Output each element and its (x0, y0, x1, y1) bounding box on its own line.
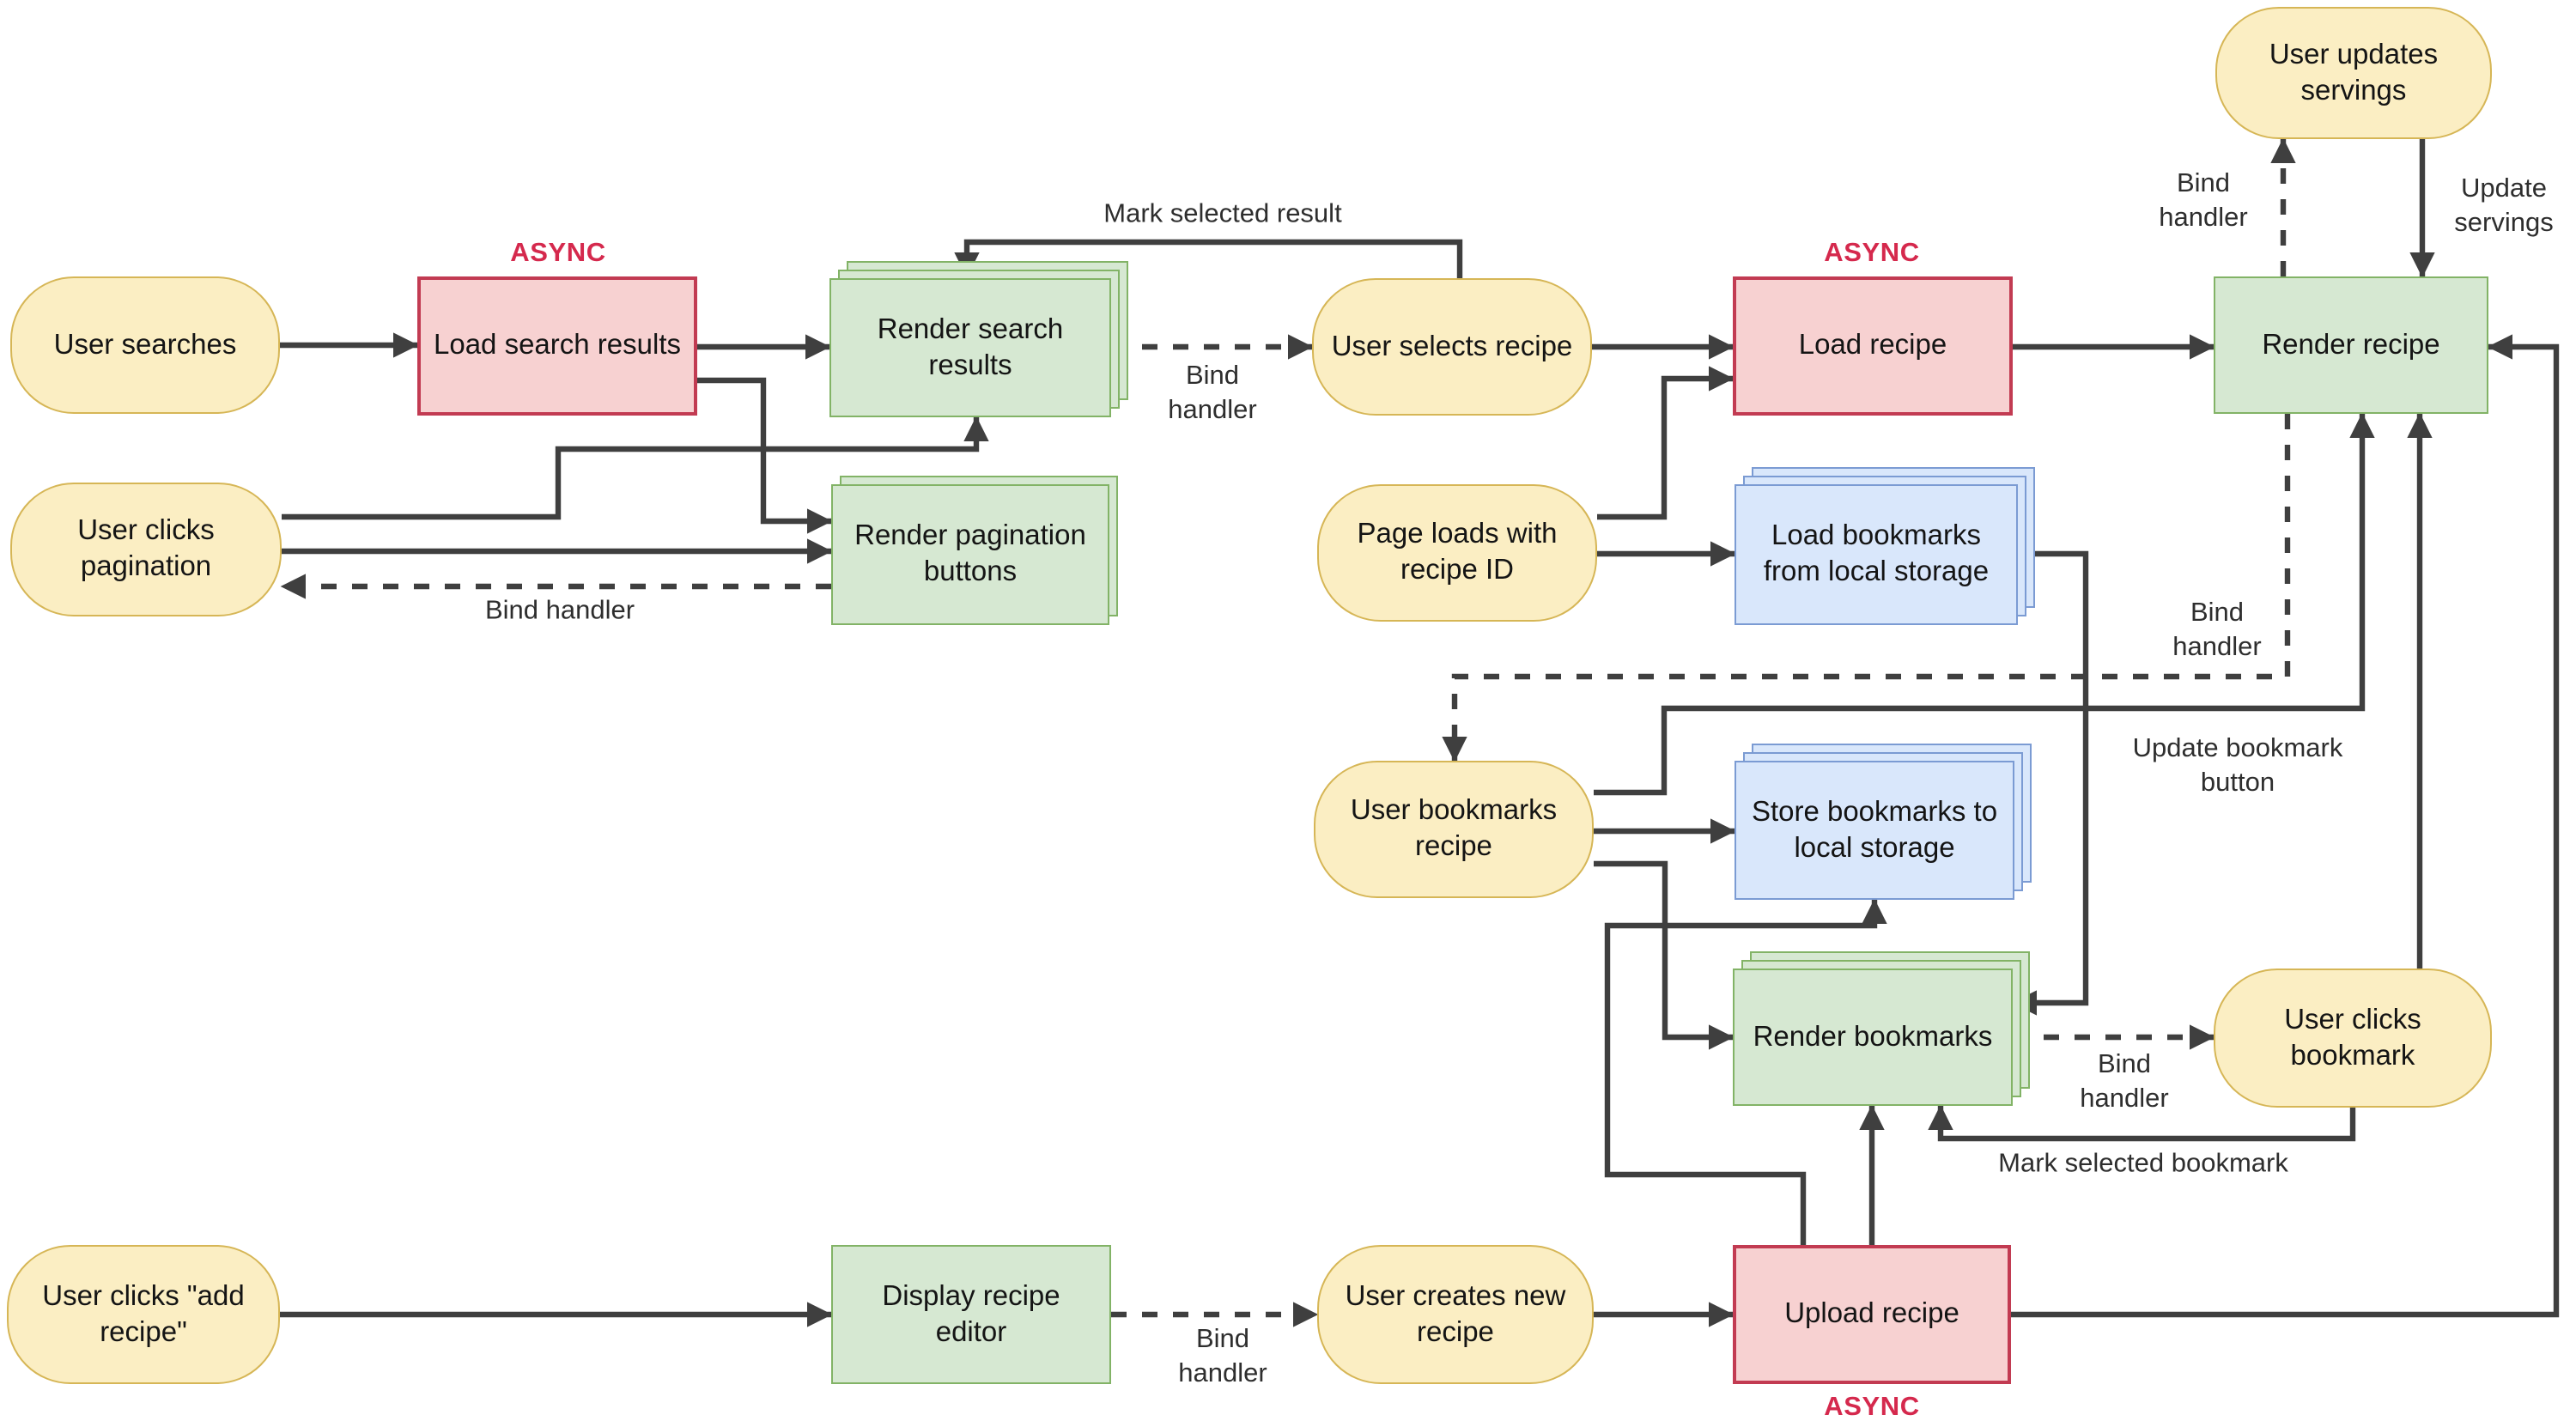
edge-mark-selected-result (954, 239, 1463, 278)
node-user-searches-label: User searches (53, 329, 237, 360)
node-render-pagination-buttons-label: Render pagination buttons (854, 520, 1086, 587)
node-load-recipe-label: Load recipe (1798, 330, 1947, 361)
node-user-clicks-add-recipe-label: User clicks "add recipe" (42, 1280, 245, 1347)
node-user-selects-recipe: User selects recipe (1312, 278, 1592, 416)
node-user-selects-recipe-label: User selects recipe (1331, 331, 1573, 361)
edge-label-mark-selected-result: Mark selected result (1103, 199, 1342, 229)
node-display-recipe-editor: Display recipe editor (831, 1245, 1111, 1384)
node-load-bookmarks-label: Load bookmarks from local storage (1763, 520, 1990, 587)
node-render-search-results-label: Render search results (877, 313, 1064, 380)
node-upload-recipe-label: Upload recipe (1784, 1298, 1959, 1329)
edge-load-bookmarks-to-render-bookmarks (2011, 550, 2089, 1016)
node-load-recipe: Load recipe (1733, 276, 2013, 416)
node-render-bookmarks-label: Render bookmarks (1753, 1021, 1993, 1052)
edge-label-bind-handler-bookmarks: Bind handler (2080, 1050, 2169, 1113)
node-upload-recipe: Upload recipe (1733, 1245, 2011, 1384)
node-user-updates-servings-label: User updates servings (2269, 39, 2439, 106)
edge-render-recipe-to-user-bookmarks-bind (1442, 414, 2291, 762)
node-user-clicks-add-recipe: User clicks "add recipe" (7, 1245, 280, 1384)
node-user-searches: User searches (10, 276, 280, 414)
stack-face: Render bookmarks (1733, 969, 2013, 1106)
edge-mark-selected-bookmark (1928, 1104, 2356, 1142)
node-render-recipe: Render recipe (2214, 276, 2488, 414)
async-badge-search: ASYNC (510, 239, 606, 268)
node-page-loads-recipe-id-label: Page loads with recipe ID (1357, 519, 1558, 586)
stack-face: Render pagination buttons (831, 484, 1109, 625)
node-display-recipe-editor-label: Display recipe editor (882, 1280, 1060, 1347)
node-user-creates-new-recipe: User creates new recipe (1317, 1245, 1594, 1384)
node-store-bookmarks: Store bookmarks to local storage (1735, 744, 2032, 900)
node-user-clicks-bookmark: User clicks bookmark (2214, 969, 2492, 1108)
edge-bookmarks-recipe-to-render-recipe-update-btn (1594, 412, 2375, 796)
node-render-bookmarks: Render bookmarks (1733, 951, 2030, 1106)
edge-user-bookmarks-to-render-bookmarks (1594, 860, 1735, 1050)
node-user-clicks-bookmark-label: User clicks bookmark (2284, 1004, 2421, 1071)
node-user-bookmarks-recipe: User bookmarks recipe (1314, 761, 1594, 898)
edge-upload-recipe-to-store-bookmarks (1604, 898, 1887, 1245)
edge-label-bind-handler-editor: Bind handler (1178, 1325, 1267, 1388)
node-load-search-results-label: Load search results (434, 330, 681, 361)
async-badge-recipe: ASYNC (1824, 239, 1920, 268)
stack-face: Store bookmarks to local storage (1735, 761, 2014, 900)
edge-label-bind-handler-bookmark-btn: Bind handler (2172, 598, 2262, 661)
node-render-search-results: Render search results (829, 261, 1128, 417)
edge-label-mark-selected-bookmark: Mark selected bookmark (1998, 1149, 2288, 1179)
node-user-creates-new-recipe-label: User creates new recipe (1345, 1280, 1566, 1347)
node-user-updates-servings: User updates servings (2215, 7, 2492, 139)
node-load-bookmarks: Load bookmarks from local storage (1735, 467, 2035, 625)
async-badge-upload: ASYNC (1824, 1393, 1920, 1422)
node-render-recipe-label: Render recipe (2262, 329, 2440, 360)
node-user-bookmarks-recipe-label: User bookmarks recipe (1350, 795, 1558, 862)
node-render-pagination-buttons: Render pagination buttons (831, 476, 1118, 625)
edge-load-search-to-render-pagination (697, 377, 833, 534)
edge-pagination-to-render-search (282, 416, 989, 520)
node-load-search-results: Load search results (417, 276, 697, 416)
edge-label-update-bookmark-button: Update bookmark button (2132, 734, 2343, 797)
edge-upload-recipe-to-render-recipe (2011, 334, 2560, 1318)
stack-face: Load bookmarks from local storage (1735, 484, 2018, 625)
node-user-clicks-pagination-label: User clicks pagination (77, 515, 215, 582)
stack-face: Render search results (829, 278, 1111, 417)
node-store-bookmarks-label: Store bookmarks to local storage (1751, 796, 1998, 863)
node-page-loads-recipe-id: Page loads with recipe ID (1317, 484, 1597, 622)
edge-page-loads-to-load-recipe (1597, 366, 1735, 520)
edge-label-update-servings: Update servings (2454, 174, 2554, 237)
edge-label-bind-handler-pagination: Bind handler (484, 596, 635, 626)
edge-label-bind-handler-search: Bind handler (1168, 361, 1257, 424)
edge-label-bind-handler-servings: Bind handler (2159, 169, 2248, 232)
node-user-clicks-pagination: User clicks pagination (10, 483, 282, 616)
